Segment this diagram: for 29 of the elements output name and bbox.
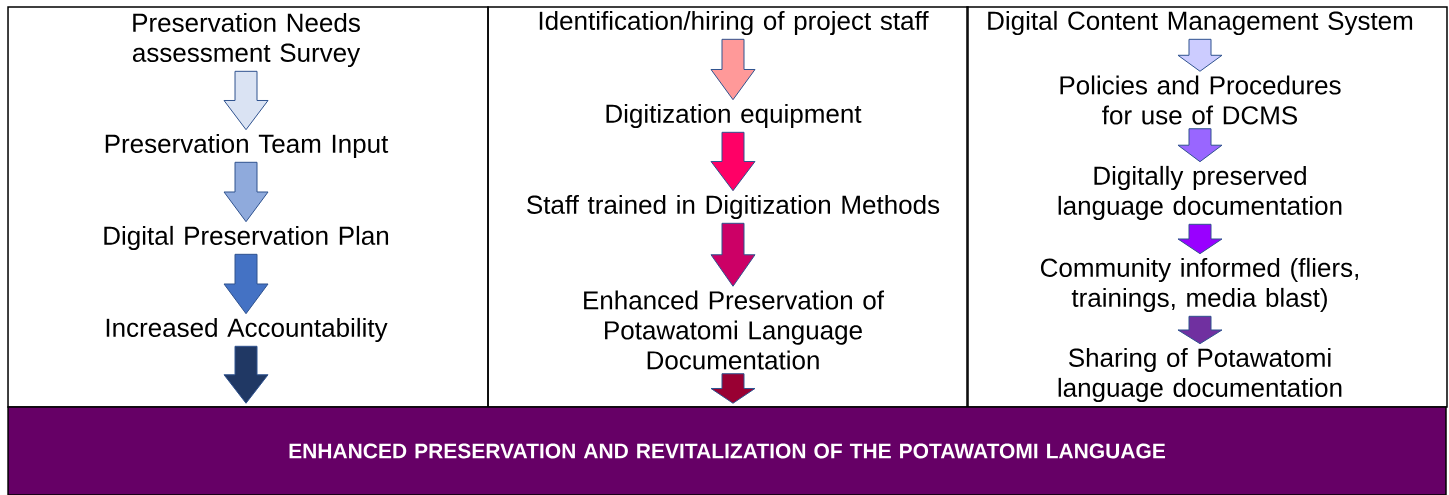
step-text: Digital Content Management System bbox=[988, 10, 1413, 36]
step-text: Digital Preservation Plan bbox=[104, 225, 389, 251]
block-arrow bbox=[223, 253, 269, 315]
block-arrow bbox=[223, 70, 269, 131]
block-arrow bbox=[223, 345, 269, 404]
step-text: Enhanced Preservation of Potawatomi Language Documentation bbox=[584, 290, 884, 370]
step-text: Increased Accountability bbox=[106, 317, 388, 343]
block-arrow bbox=[1177, 38, 1223, 72]
block-arrow bbox=[710, 131, 756, 192]
block-arrow bbox=[223, 161, 269, 223]
step-text: Policies and Procedures for use of DCMS bbox=[1060, 75, 1341, 125]
step-text: Digitization equipment bbox=[606, 103, 862, 129]
block-arrow bbox=[710, 222, 756, 287]
column-box bbox=[7, 6, 489, 408]
block-arrow bbox=[710, 373, 756, 404]
step-text: Sharing of Potawatomi language documentation bbox=[1058, 347, 1342, 403]
step-text: Identification/hiring of project staff bbox=[539, 10, 929, 36]
step-text: Staff trained in Digitization Methods bbox=[527, 194, 940, 220]
outcome-band: ENHANCED PRESERVATION AND REVITALIZATION OF THE POTAWATOMI LANGUAGE bbox=[7, 406, 1447, 495]
step-text: Preservation Needs assessment Survey bbox=[132, 12, 361, 68]
block-arrow bbox=[1177, 315, 1223, 345]
block-arrow bbox=[710, 38, 756, 101]
column-box bbox=[966, 6, 1448, 408]
column-box bbox=[487, 6, 969, 408]
block-arrow bbox=[1177, 223, 1223, 255]
step-text: Community informed (fliers, trainings, media blast) bbox=[1040, 257, 1358, 313]
step-text: Preservation Team Input bbox=[105, 133, 389, 159]
block-arrow bbox=[1177, 128, 1223, 163]
step-text: Digitally preserved language documentation bbox=[1058, 165, 1342, 221]
